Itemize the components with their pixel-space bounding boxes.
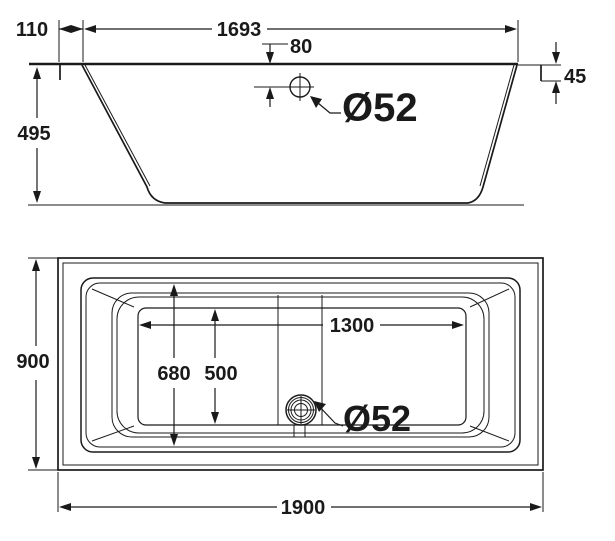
dim-label-80: 80 [290, 36, 312, 58]
callout-drain-diameter: Ø52 [314, 398, 411, 439]
drain-mark [285, 394, 317, 437]
tub-right-wall-inner-line [479, 64, 515, 187]
dim-900: 900 [16, 257, 58, 471]
dim-label-1693: 1693 [217, 19, 262, 41]
rim-opening-contour [80, 277, 521, 453]
leader-arrow-icon [310, 96, 322, 108]
dim-label-overflow-diameter: Ø52 [342, 86, 418, 130]
leader-arrow-icon [314, 401, 326, 412]
plan-view: 900 680 500 1300 1900 [16, 257, 544, 519]
dim-label-500: 500 [204, 363, 237, 385]
dim-label-680: 680 [157, 363, 190, 385]
dim-680: 680 [157, 284, 191, 446]
dim-label-495: 495 [17, 123, 50, 145]
dim-label-45: 45 [564, 66, 586, 88]
dim-label-1900: 1900 [281, 497, 326, 519]
callout-overflow-diameter: Ø52 [310, 86, 418, 130]
dim-label-900: 900 [16, 351, 49, 373]
wall-fillet-contour-inner [116, 296, 485, 434]
tub-basin-profile [81, 64, 518, 204]
dim-label-110: 110 [16, 19, 48, 41]
dim-label-drain-diameter: Ø52 [343, 398, 411, 439]
tub-outer-edge [57, 257, 544, 471]
wall-fillet-contour [111, 292, 490, 438]
dim-1900: 1900 [57, 472, 544, 519]
side-elevation-view: 110 1693 80 45 [16, 19, 586, 206]
dim-500: 500 [204, 309, 238, 424]
tub-left-wall-inner-line [84, 64, 151, 187]
dim-80: 80 [262, 36, 312, 107]
corner-transition-lines [91, 288, 510, 442]
drain-outlet-lines [293, 425, 306, 437]
tub-outer-edge-inner-line [62, 262, 539, 466]
dim-110: 110 [16, 19, 84, 62]
overflow-drain-mark [254, 73, 314, 101]
dim-1693: 1693 [84, 19, 519, 62]
dim-45: 45 [552, 42, 586, 104]
rim-opening-contour-inner [85, 282, 516, 448]
dim-label-1300: 1300 [330, 315, 375, 337]
dim-1300: 1300 [139, 315, 464, 337]
dim-495: 495 [17, 67, 51, 203]
